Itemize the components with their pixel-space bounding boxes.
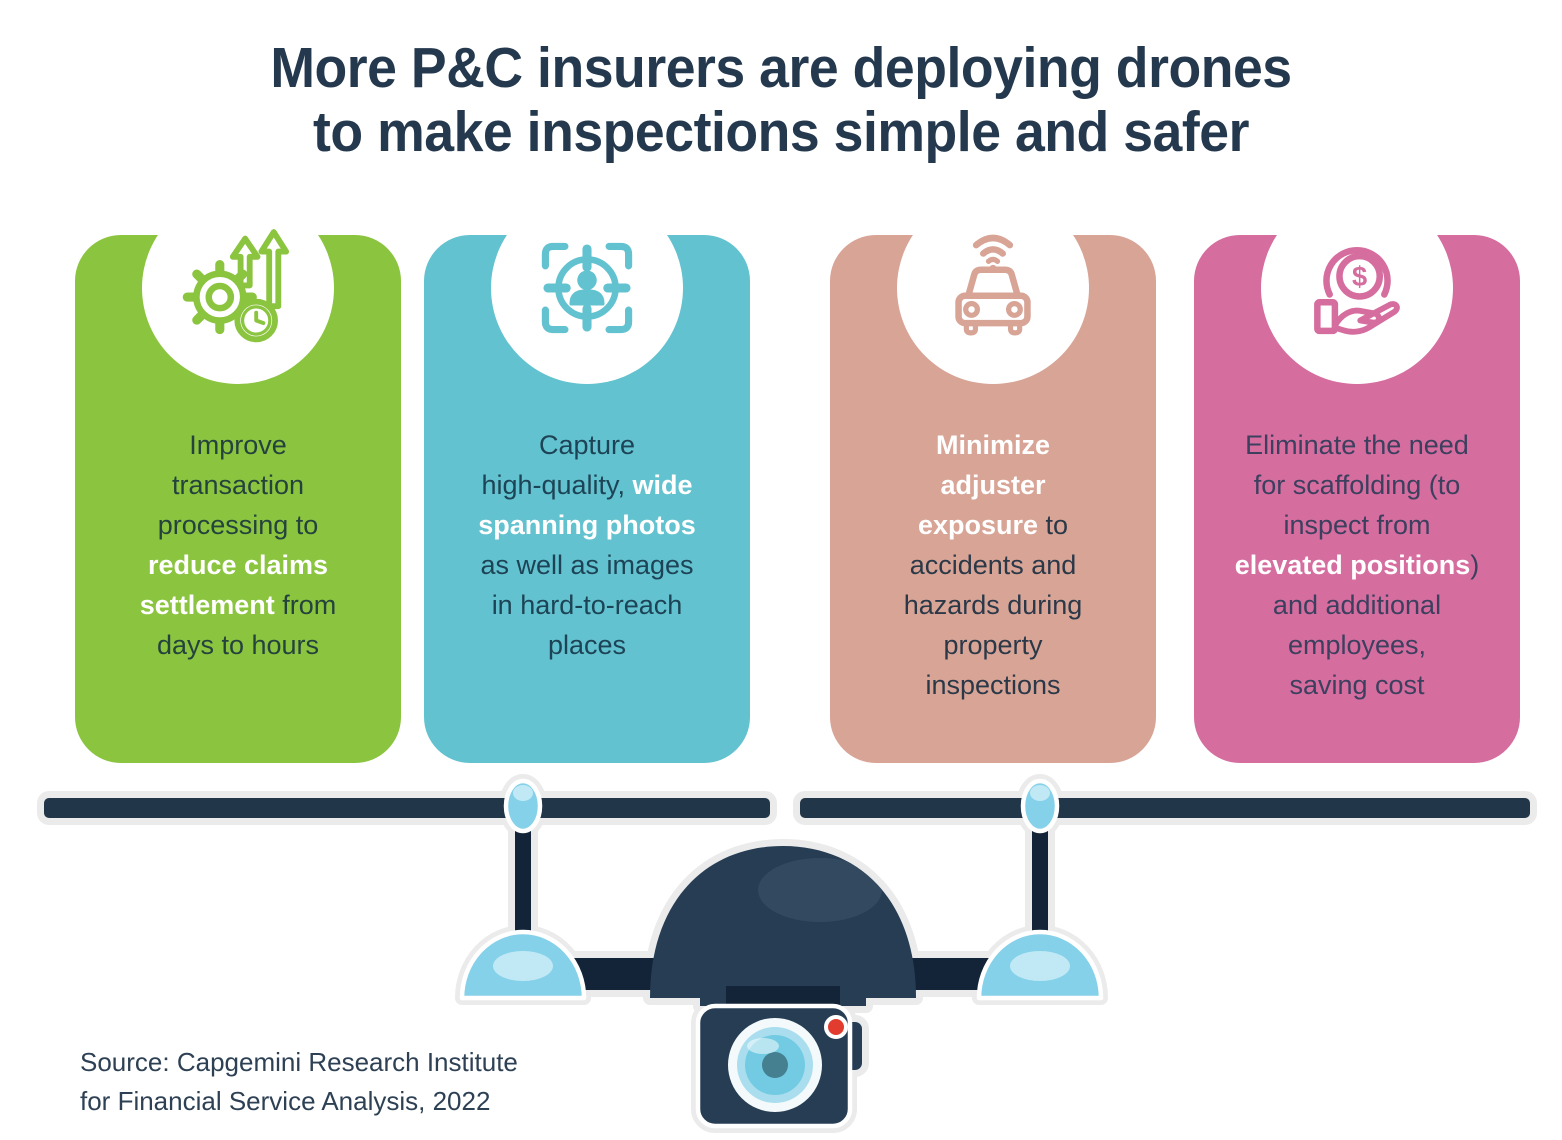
drone-white-edges xyxy=(462,781,1101,1126)
svg-text:$: $ xyxy=(1352,261,1367,292)
icon-badge xyxy=(142,192,334,384)
gear-growth-clock-icon xyxy=(182,229,290,343)
record-light xyxy=(824,1015,848,1039)
motor-pod-highlight-left xyxy=(493,951,553,981)
hand-coin-savings-icon: $ xyxy=(1314,246,1400,335)
page-title: More P&C insurers are deploying drones t… xyxy=(47,36,1515,164)
icon-badge: $ xyxy=(1261,192,1453,384)
page-title-line1: More P&C insurers are deploying drones xyxy=(270,36,1292,100)
icon-badge xyxy=(491,192,683,384)
source-line2: for Financial Service Analysis, 2022 xyxy=(80,1086,491,1116)
hub-highlight-right xyxy=(1030,785,1050,801)
hub-highlight-left xyxy=(513,785,533,801)
connected-car-wifi-icon xyxy=(955,234,1031,336)
person-focus-target-icon xyxy=(541,242,633,334)
source-attribution: Source: Capgemini Research Institute for… xyxy=(80,1043,518,1121)
motor-pod-highlight-right xyxy=(1010,951,1070,981)
dome-highlight xyxy=(758,858,882,922)
source-line1: Source: Capgemini Research Institute xyxy=(80,1047,518,1077)
page-title-line2: to make inspections simple and safer xyxy=(313,100,1249,164)
icon-badge xyxy=(897,192,1089,384)
camera-lens xyxy=(728,1018,822,1112)
